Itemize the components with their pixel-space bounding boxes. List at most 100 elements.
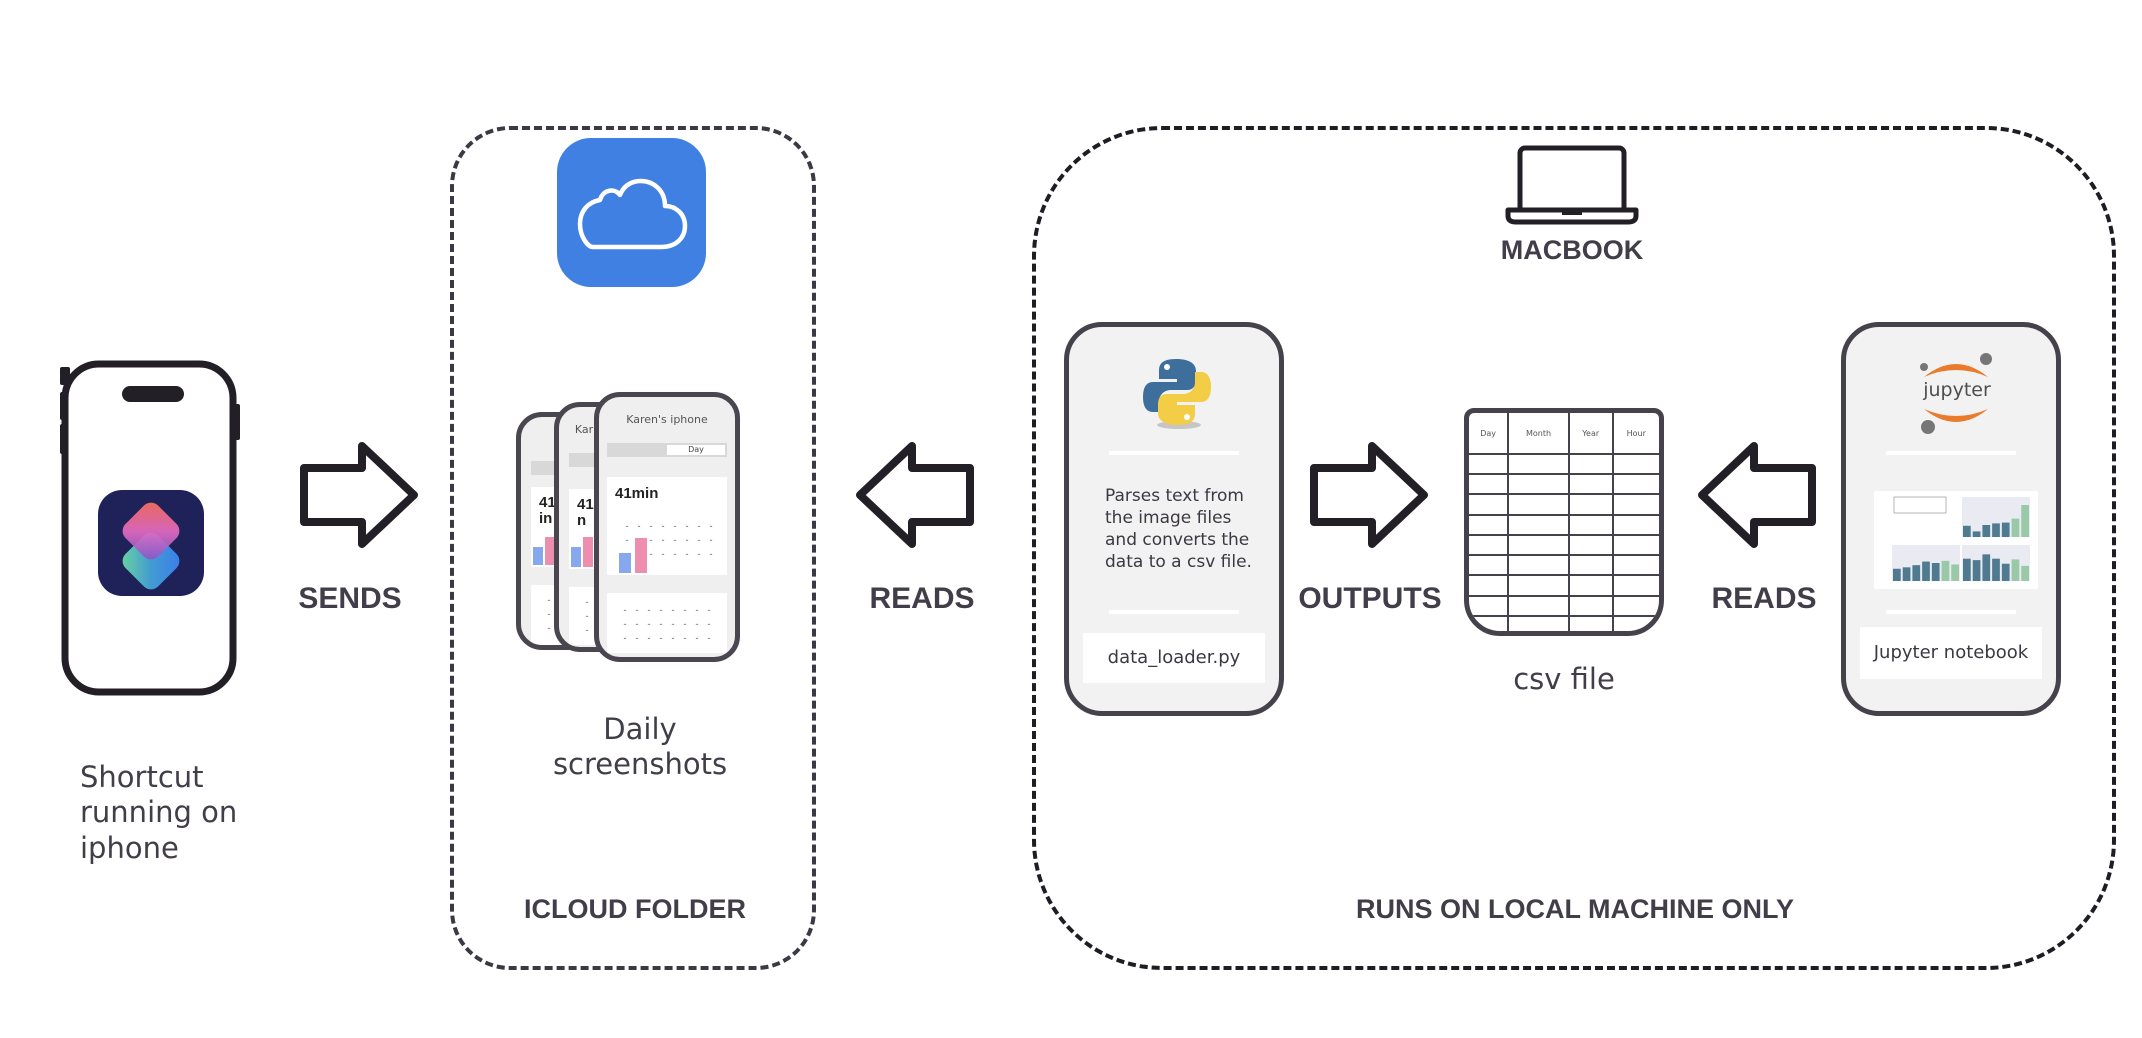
csv-cell [1507,493,1570,516]
left-arrow-icon [1698,442,1816,548]
iphone-device [56,360,246,700]
cloud-icon [577,178,688,250]
notebook-charts-graphic [1892,496,2030,581]
thumb-chart-bar [1963,558,1971,581]
csv-cell [1567,473,1614,496]
csv-cell [1469,452,1510,476]
jupyter-notebook-card[interactable]: jupyter Jupyter notebook [1841,322,2061,716]
csv-cell [1507,513,1570,536]
csv-cell [1567,554,1614,577]
thumb-chart-bar [1972,531,1981,537]
csv-cell [1469,594,1510,617]
csv-cell [1567,574,1614,597]
outputs-label: OUTPUTS [1298,582,1442,615]
thumb-chart-bar [2011,559,2020,581]
sends-label: SENDS [298,582,402,615]
python-description: Parses text from the image files and con… [1105,486,1252,573]
day-segment: Day [667,445,725,455]
csv-cell [1507,574,1570,597]
thumb-chart-bar [1902,567,1911,581]
csv-cell [1507,452,1570,476]
reads-label-left: READS [869,582,975,615]
csv-row [1469,574,1659,597]
laptop-icon [1505,145,1639,225]
csv-cell [1567,493,1614,516]
icloud-folder-title: ICLOUD FOLDER [524,894,746,924]
csv-file-label: csv file [1513,662,1615,696]
csv-cell [1507,594,1570,617]
thumb-chart-bar [2011,518,2020,537]
python-script-card[interactable]: Parses text from the image files and con… [1064,322,1284,716]
device-name-clipped: Kar [574,423,594,436]
csv-row [1469,533,1659,557]
thumb-chart-bar [1972,560,1981,581]
csv-cell [1611,513,1659,536]
csv-file-table[interactable]: Day Month Year Hour [1464,408,1664,636]
screen-time-value: 41min [615,485,659,502]
device-name: Karen's iphone [626,413,708,426]
csv-cell [1567,452,1614,476]
csv-column-header: Year [1567,413,1614,455]
csv-cell [1469,493,1510,516]
python-logo-icon [1143,359,1211,429]
python-filename[interactable]: data_loader.py [1083,633,1265,683]
thumb-chart-bar [1992,523,2000,537]
thumb-chart-bar [1951,564,1959,581]
csv-header-row: Day Month Year Hour [1469,413,1659,455]
csv-column-header: Month [1507,413,1570,455]
csv-row [1469,452,1659,476]
csv-row [1469,554,1659,577]
csv-column-header: Day [1469,413,1510,455]
thumb-chart-bar [1982,525,1991,537]
csv-cell [1611,473,1659,496]
jupyter-orbit-icon [1920,353,1992,434]
blue-usage-bar [619,553,631,573]
csv-cell [1567,594,1614,617]
thumb-chart-bar [1992,558,2000,581]
shortcuts-app-icon[interactable] [98,490,204,596]
csv-row [1469,513,1659,536]
local-machine-title: RUNS ON LOCAL MACHINE ONLY [1355,894,1795,924]
thumb-chart-bar [1912,565,1921,581]
thumb-chart-bar [1893,568,1901,581]
csv-cell [1611,594,1659,617]
thumb-chart-bar [1931,563,1940,581]
reads-label-right: READS [1711,582,1817,615]
csv-row [1469,614,1659,631]
macbook-title: MACBOOK [1500,235,1644,265]
csv-cell [1611,452,1659,476]
csv-cell [1567,513,1614,536]
csv-column-header: Hour [1611,413,1659,455]
csv-cell [1507,614,1570,631]
csv-cell [1567,614,1614,631]
csv-cell [1469,533,1510,557]
csv-row [1469,473,1659,496]
jupyter-logo-text: jupyter [1923,379,1991,401]
csv-row [1469,594,1659,617]
daily-screenshots-stack[interactable]: 41m in Kar 41mi n Karen's iphone Day 41m… [516,392,740,670]
csv-cell [1469,473,1510,496]
thumb-chart-bar [2021,505,2029,537]
shortcuts-glyph-icon [122,502,180,590]
screenshot-front: Karen's iphone Day 41min [594,392,740,662]
jupyter-logo-icon: jupyter [1912,347,2002,447]
thumb-chart-bar [2001,563,2010,581]
thumb-chart-bar [1963,525,1971,537]
csv-cell [1611,493,1659,516]
right-arrow-icon [1310,442,1428,548]
csv-grid: Day Month Year Hour [1469,413,1659,631]
icloud-icon[interactable] [557,138,706,287]
notebook-charts-thumbnail [1874,491,2038,589]
right-arrow-icon [300,442,418,548]
csv-cell [1611,533,1659,557]
daily-screenshots-label: Daily screenshots [552,712,728,782]
jupyter-notebook-label[interactable]: Jupyter notebook [1860,627,2042,679]
iphone-label: Shortcut running on iphone [80,760,238,865]
thumb-chart-bar [1982,554,1991,581]
csv-cell [1469,574,1510,597]
thumb-chart-bar [2001,522,2010,537]
local-machine-boundary [1032,126,2116,970]
csv-cell [1611,574,1659,597]
csv-cell [1507,554,1570,577]
csv-cell [1469,554,1510,577]
